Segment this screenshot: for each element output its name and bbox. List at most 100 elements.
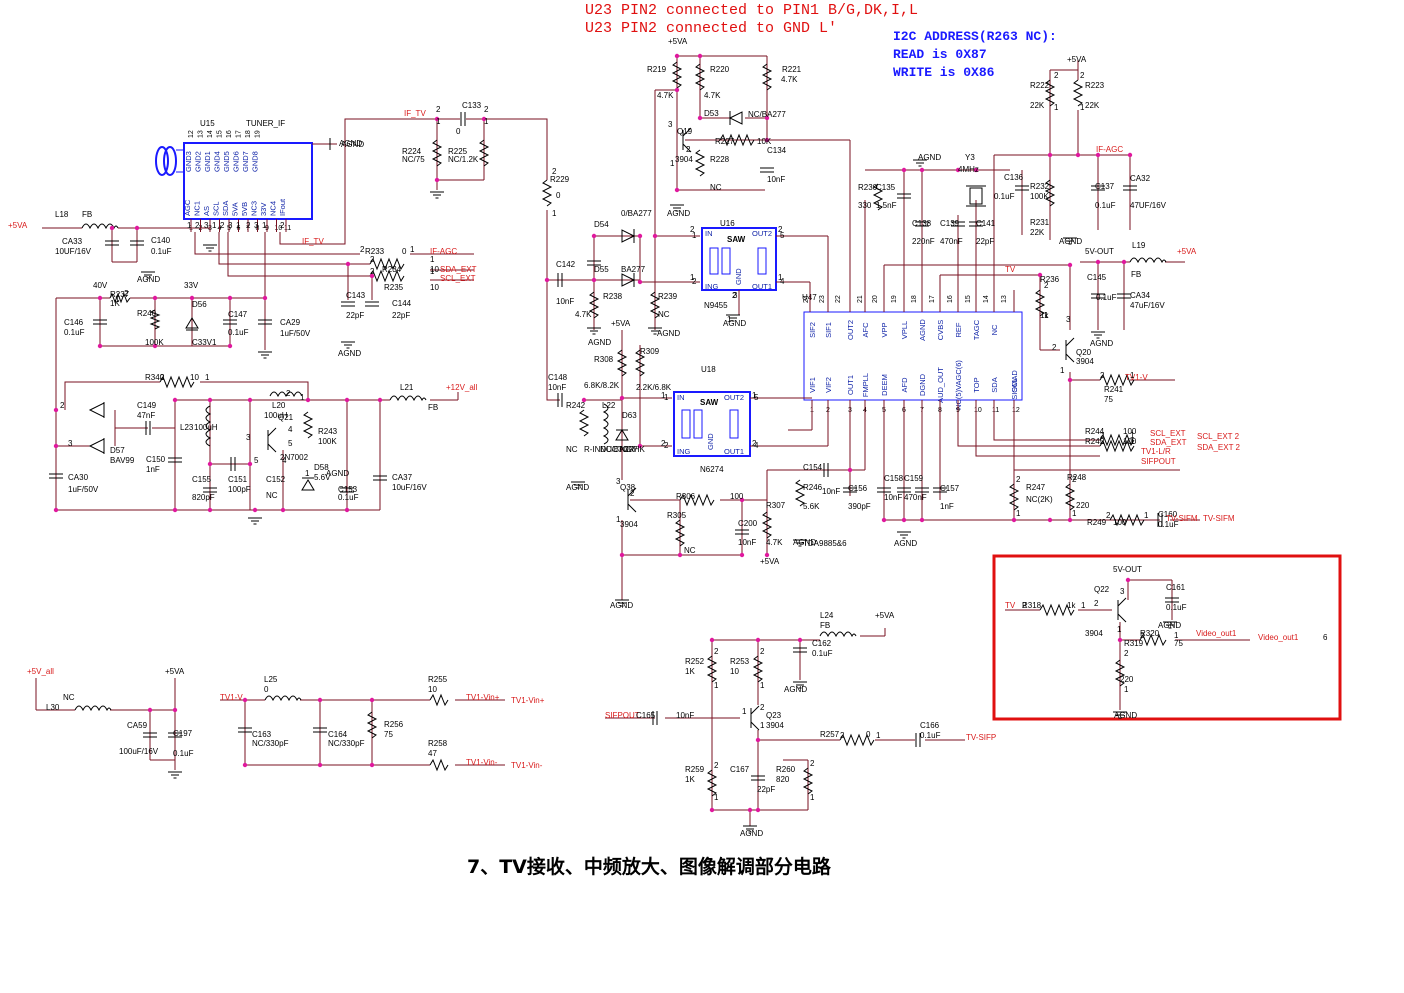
u47-pin-label: SIF1: [824, 322, 833, 338]
svg-text:GND: GND: [734, 268, 743, 285]
schematic-label: 2: [1106, 511, 1111, 520]
schematic-label: 2: [246, 221, 251, 230]
u47-pin-label: VIF1: [808, 377, 817, 393]
schematic-label: NC/BA277: [600, 445, 638, 454]
u47-pin-label: AFC: [861, 322, 870, 338]
schematic-label: 5: [288, 439, 293, 448]
schematic-label: 2: [1124, 649, 1129, 658]
u47-pin-num: 14: [983, 295, 990, 303]
u47-pin-num: 22: [835, 295, 842, 303]
schematic-label: 1: [484, 117, 489, 126]
schematic-label: 3: [228, 221, 233, 230]
schematic-label: R221: [782, 65, 802, 74]
schematic-label: +5VA: [1177, 247, 1197, 256]
u47-pin-label: AUD_OUT: [936, 367, 945, 403]
schematic-label: 3: [1120, 587, 1125, 596]
schematic-label: 2: [484, 105, 489, 114]
u47-pin-num: 20: [872, 295, 879, 303]
schematic-label: 100: [1123, 427, 1137, 436]
schematic-label: 470nF: [940, 237, 963, 246]
svg-text:OUT1: OUT1: [752, 282, 772, 291]
schematic-label: C141: [976, 219, 996, 228]
schematic-label: AGND: [588, 338, 611, 347]
schematic-label: +5VA: [611, 319, 631, 328]
schematic-label: 1: [690, 273, 695, 282]
u47-pin-label: TAGC: [972, 319, 981, 340]
schematic-label: C200: [738, 519, 758, 528]
tuner-ref: U15: [200, 119, 215, 128]
schematic-label: 2: [1052, 343, 1057, 352]
u47-pin-label: SIF2: [808, 322, 817, 338]
schematic-label: R306: [676, 492, 696, 501]
svg-text:4: 4: [754, 441, 759, 450]
schematic-label: AGND: [1158, 621, 1181, 630]
tuner-pin-label: AS: [202, 206, 211, 216]
schematic-label: 820: [776, 775, 790, 784]
schematic-label: C150: [146, 455, 166, 464]
schematic-label: CA59: [127, 721, 148, 730]
u47-pin-label: DGND: [918, 373, 927, 396]
u47-pin-label: OUT1: [846, 375, 855, 395]
schematic-label: Q20: [1076, 348, 1092, 357]
schematic-label: R319: [1124, 639, 1144, 648]
svg-text:N6274: N6274: [700, 465, 724, 474]
schematic-label: 10: [190, 373, 199, 382]
u47-pin-label: REF: [954, 322, 963, 337]
schematic-label: L23: [180, 423, 194, 432]
schematic-label: 22pF: [346, 311, 364, 320]
u47-pin-label: FMPLL: [861, 373, 870, 397]
schematic-label: 100: [1123, 437, 1137, 446]
schematic-label: +5VA: [165, 667, 185, 676]
schematic-label: 1: [670, 159, 675, 168]
schematic-label: 10: [730, 667, 739, 676]
schematic-label: 10: [430, 283, 439, 292]
schematic-label: 1: [262, 221, 267, 230]
schematic-label: 3: [254, 221, 259, 230]
tuner-pin-label: 5VA: [231, 202, 240, 216]
u47-pin-label: SIOMAD: [1010, 370, 1019, 400]
schematic-label: IF-AGC: [430, 247, 457, 256]
schematic-label: 4.7K: [781, 75, 798, 84]
schematic-label: AGND: [1090, 339, 1113, 348]
u47-pin-num: 18: [911, 295, 918, 303]
schematic-label: 1: [1117, 625, 1122, 634]
tuner-pin-num: 16: [226, 130, 233, 138]
schematic-label: 2: [661, 439, 666, 448]
schematic-label: FB: [1131, 270, 1141, 279]
schematic-label: 0.1uF: [920, 731, 941, 740]
schematic-label: 10: [430, 265, 439, 274]
u47-pin-label: NC(5)VAGC(6): [954, 360, 963, 410]
schematic-label: C134: [767, 146, 787, 155]
u47-pin-label: AGND: [918, 319, 927, 341]
tuner-pin-num: 10: [275, 225, 283, 232]
svg-text:N9455: N9455: [704, 301, 728, 310]
schematic-label: 3: [204, 221, 209, 230]
schematic-label: C164: [328, 730, 348, 739]
svg-text:4: 4: [780, 277, 785, 286]
schematic-label: 1: [1081, 601, 1086, 610]
schematic-label: L19: [1132, 241, 1146, 250]
schematic-label: BAV99: [110, 456, 135, 465]
schematic-label: 1: [1174, 631, 1179, 640]
schematic-label: 22pF: [392, 311, 410, 320]
schematic-label: 100uF/16V: [119, 747, 159, 756]
schematic-label: C157: [940, 484, 960, 493]
schematic-label: 0.1uF: [1096, 293, 1117, 302]
svg-text:ING: ING: [705, 282, 719, 291]
schematic-label: TV-SIFM: [1203, 514, 1235, 523]
schematic-label: Q22: [1094, 585, 1110, 594]
schematic-label: 1: [305, 469, 310, 478]
schematic-label: +5VA: [8, 221, 28, 230]
tuner-pin-num: 17: [236, 130, 243, 138]
schematic-label: 1: [616, 515, 621, 524]
schematic-label: 10nF: [676, 711, 694, 720]
schematic-label: 4.7K: [766, 538, 783, 547]
schematic-label: NC(2K): [1026, 495, 1053, 504]
schematic-label: 3904: [1085, 629, 1103, 638]
schematic-label: Video_out1: [1258, 633, 1299, 642]
tuner-pin-label: GND5: [222, 151, 231, 172]
schematic-label: 1: [410, 245, 415, 254]
schematic-label: 2: [630, 489, 635, 498]
